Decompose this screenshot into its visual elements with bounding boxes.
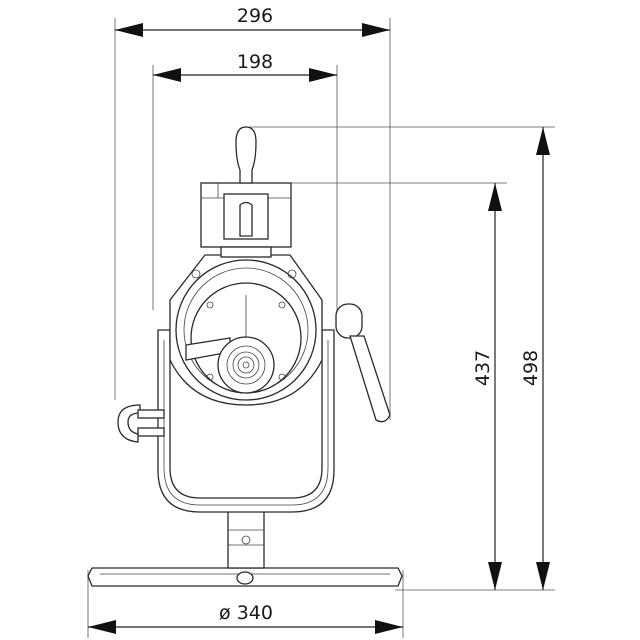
spindle-hub	[217, 336, 275, 394]
dimension-label-296: 296	[237, 5, 273, 27]
column	[227, 504, 265, 569]
clamp	[117, 404, 141, 443]
dimension-296: 296	[115, 5, 390, 37]
dimension-label-498: 498	[520, 350, 542, 386]
dimension-498: 498	[520, 127, 550, 590]
dimension-340: ø 340	[88, 602, 403, 634]
extension-lines	[87, 18, 555, 638]
top-lever	[235, 126, 257, 184]
dimension-198: 198	[153, 51, 337, 82]
dimension-label-437: 437	[472, 350, 494, 386]
machine-illustration	[87, 126, 403, 587]
dimension-label-198: 198	[237, 51, 273, 73]
u-frame	[157, 329, 335, 513]
dimension-437: 437	[472, 183, 502, 590]
side-handle	[349, 335, 391, 423]
side-knob	[335, 303, 363, 339]
dimension-label-340: ø 340	[219, 602, 273, 624]
